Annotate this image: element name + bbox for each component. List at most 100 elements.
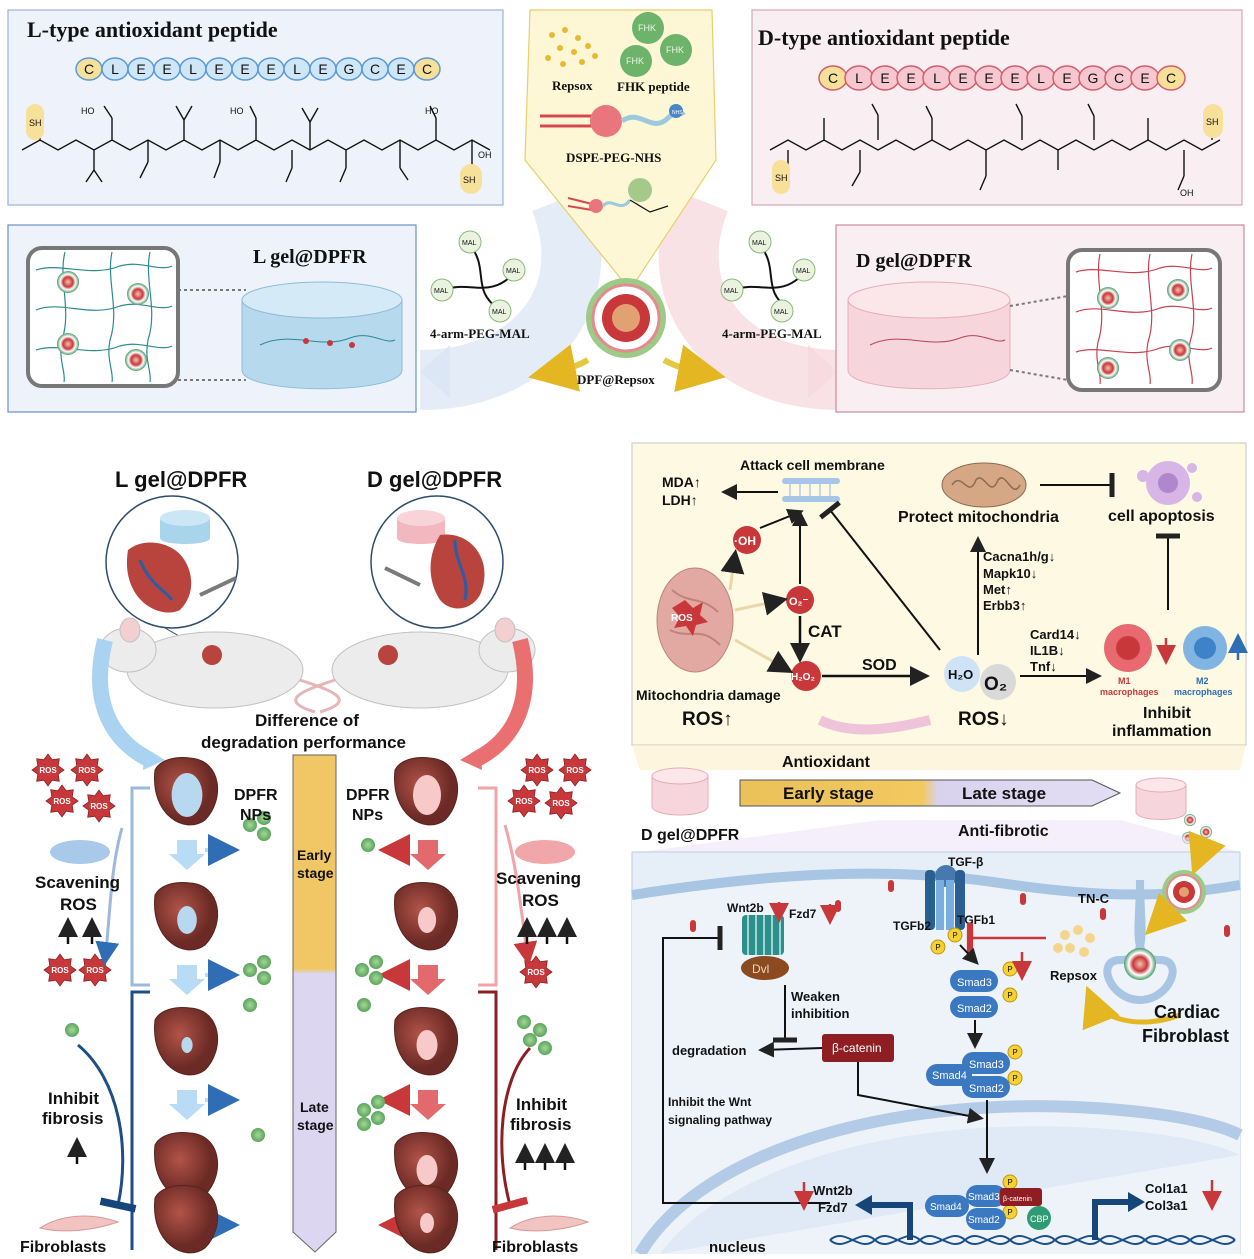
beta-catenin-box xyxy=(822,1034,894,1062)
d-residue-label: E xyxy=(1062,70,1071,86)
ros-badge xyxy=(558,753,592,787)
conjugate-glyph xyxy=(567,178,669,213)
l-sh-highlight-1 xyxy=(26,104,44,140)
l-heart-magnifier xyxy=(105,495,239,629)
inhibit-left-2: fibrosis xyxy=(42,1109,103,1128)
d-residue-label: E xyxy=(906,70,915,86)
smad2-a-label: Smad2 xyxy=(957,1003,992,1015)
scav-right-1: Scavening xyxy=(496,869,581,888)
ldh: LDH↑ xyxy=(662,492,698,508)
l-down-arrow xyxy=(169,965,205,995)
l-hooc-2: HO xyxy=(230,106,244,116)
mal-8: MAL xyxy=(774,309,789,316)
ros-badge xyxy=(31,753,65,787)
tn-c-markers xyxy=(690,880,1230,937)
l-residue-label: L xyxy=(111,61,119,77)
inhibit-left-1: Inhibit xyxy=(48,1089,99,1108)
weaken-2: inhibition xyxy=(791,1006,850,1021)
l-residue-label: E xyxy=(240,61,249,77)
phospho-label: P xyxy=(1007,991,1012,1000)
stage-bar xyxy=(292,754,337,1253)
smad3-a-label: Smad3 xyxy=(957,977,992,989)
beta-catenin-small xyxy=(1000,1188,1042,1206)
l-gel-network xyxy=(35,251,173,383)
phospho-label: P xyxy=(1012,1074,1017,1083)
cardiac-1: Cardiac xyxy=(1154,1002,1220,1022)
smad3-a xyxy=(950,970,998,992)
right-np-cluster xyxy=(517,1015,552,1055)
d-gel-remnant xyxy=(416,1155,438,1185)
d-residue-label: E xyxy=(958,70,967,86)
l-np-3 xyxy=(57,333,79,355)
inhibit-right-2: fibrosis xyxy=(510,1115,571,1134)
heart-sections xyxy=(154,757,458,1254)
early-stage-1: Early xyxy=(297,847,331,863)
l-sh-highlight-2 xyxy=(460,164,482,194)
ros-badge xyxy=(544,786,578,820)
nhs-label: NHS xyxy=(672,110,683,116)
h2o-o2 xyxy=(944,656,1016,700)
d-np-3 xyxy=(1097,357,1119,379)
d-peptide-title: D-type antioxidant peptide xyxy=(758,25,1010,50)
smad2-c xyxy=(966,1208,1006,1230)
ros-badge-label: ROS xyxy=(566,766,584,775)
d-gel-remnant xyxy=(420,1213,434,1233)
phospho-badge xyxy=(930,939,946,955)
mito-damage: Mitochondria damage xyxy=(636,687,781,703)
repsox-label: Repsox xyxy=(552,78,593,93)
d-residue-label: E xyxy=(1010,70,1019,86)
d-residue-label: E xyxy=(1140,70,1149,86)
d-residue-label: C xyxy=(1114,70,1124,86)
smad4-b-label: Smad4 xyxy=(932,1070,967,1082)
fhk-beads xyxy=(620,12,692,77)
ros-badge-label: ROS xyxy=(515,797,533,806)
l-residue-label: E xyxy=(162,61,171,77)
anti-fibrotic-label: Anti-fibrotic xyxy=(958,823,1049,840)
dspe-peg-nhs-glyph xyxy=(540,104,686,137)
smad3-b xyxy=(962,1052,1010,1074)
ros-badge xyxy=(70,753,104,787)
gene-mito-2: Mapk10↓ xyxy=(983,566,1037,581)
ros-badge-label: ROS xyxy=(51,966,69,975)
mal-2: MAL xyxy=(506,268,521,275)
smad3-c xyxy=(966,1185,1006,1207)
l-gel-remnant xyxy=(171,773,203,817)
gene-inflam-2: IL1B↓ xyxy=(1030,643,1065,658)
scav-left-2: ROS xyxy=(60,895,97,914)
d-sh-highlight-1 xyxy=(772,160,790,194)
inhibit-right-arrows xyxy=(515,1143,575,1170)
endocytosed-np xyxy=(1124,948,1156,980)
d-np-4 xyxy=(1169,339,1191,361)
l-sh-2: SH xyxy=(463,175,476,185)
m2-line2: macrophages xyxy=(1174,687,1233,697)
left-np-dot xyxy=(65,1023,79,1037)
gene-inflam-3: Tnf↓ xyxy=(1030,659,1057,674)
d-sh-2: SH xyxy=(1206,117,1219,127)
ros-badge xyxy=(45,784,79,818)
l-residue-label: C xyxy=(370,61,380,77)
d-residue-label: L xyxy=(933,70,941,86)
mitochondria-healthy xyxy=(941,462,1027,508)
phospho-label: P xyxy=(952,931,957,940)
gene-inflam-1: Card14↓ xyxy=(1030,627,1081,642)
l-np-release xyxy=(251,1128,265,1142)
l-gel-remnant xyxy=(181,1037,193,1053)
fhk-bead-3: FHK xyxy=(626,56,644,66)
smad3-b-label: Smad3 xyxy=(969,1059,1004,1071)
arm-peg-right: 4-arm-PEG-MAL xyxy=(722,326,822,341)
r-np-release xyxy=(371,1111,385,1125)
l-residue-label: E xyxy=(318,61,327,77)
membrane-bilayer xyxy=(782,478,840,502)
d-peptide-panel xyxy=(751,9,1243,206)
ros-badge-label: ROS xyxy=(53,797,71,806)
d-residue-label: E xyxy=(880,70,889,86)
tgf-beta: TGF-β xyxy=(948,855,983,869)
d-residue-label: L xyxy=(855,70,863,86)
inhibit-wnt-1: Inhibit the Wnt xyxy=(668,1095,751,1109)
difference-line2: degradation performance xyxy=(201,733,406,752)
arm-peg-left: 4-arm-PEG-MAL xyxy=(430,326,530,341)
phospho-label: P xyxy=(935,943,940,952)
l-cloud xyxy=(50,840,110,864)
